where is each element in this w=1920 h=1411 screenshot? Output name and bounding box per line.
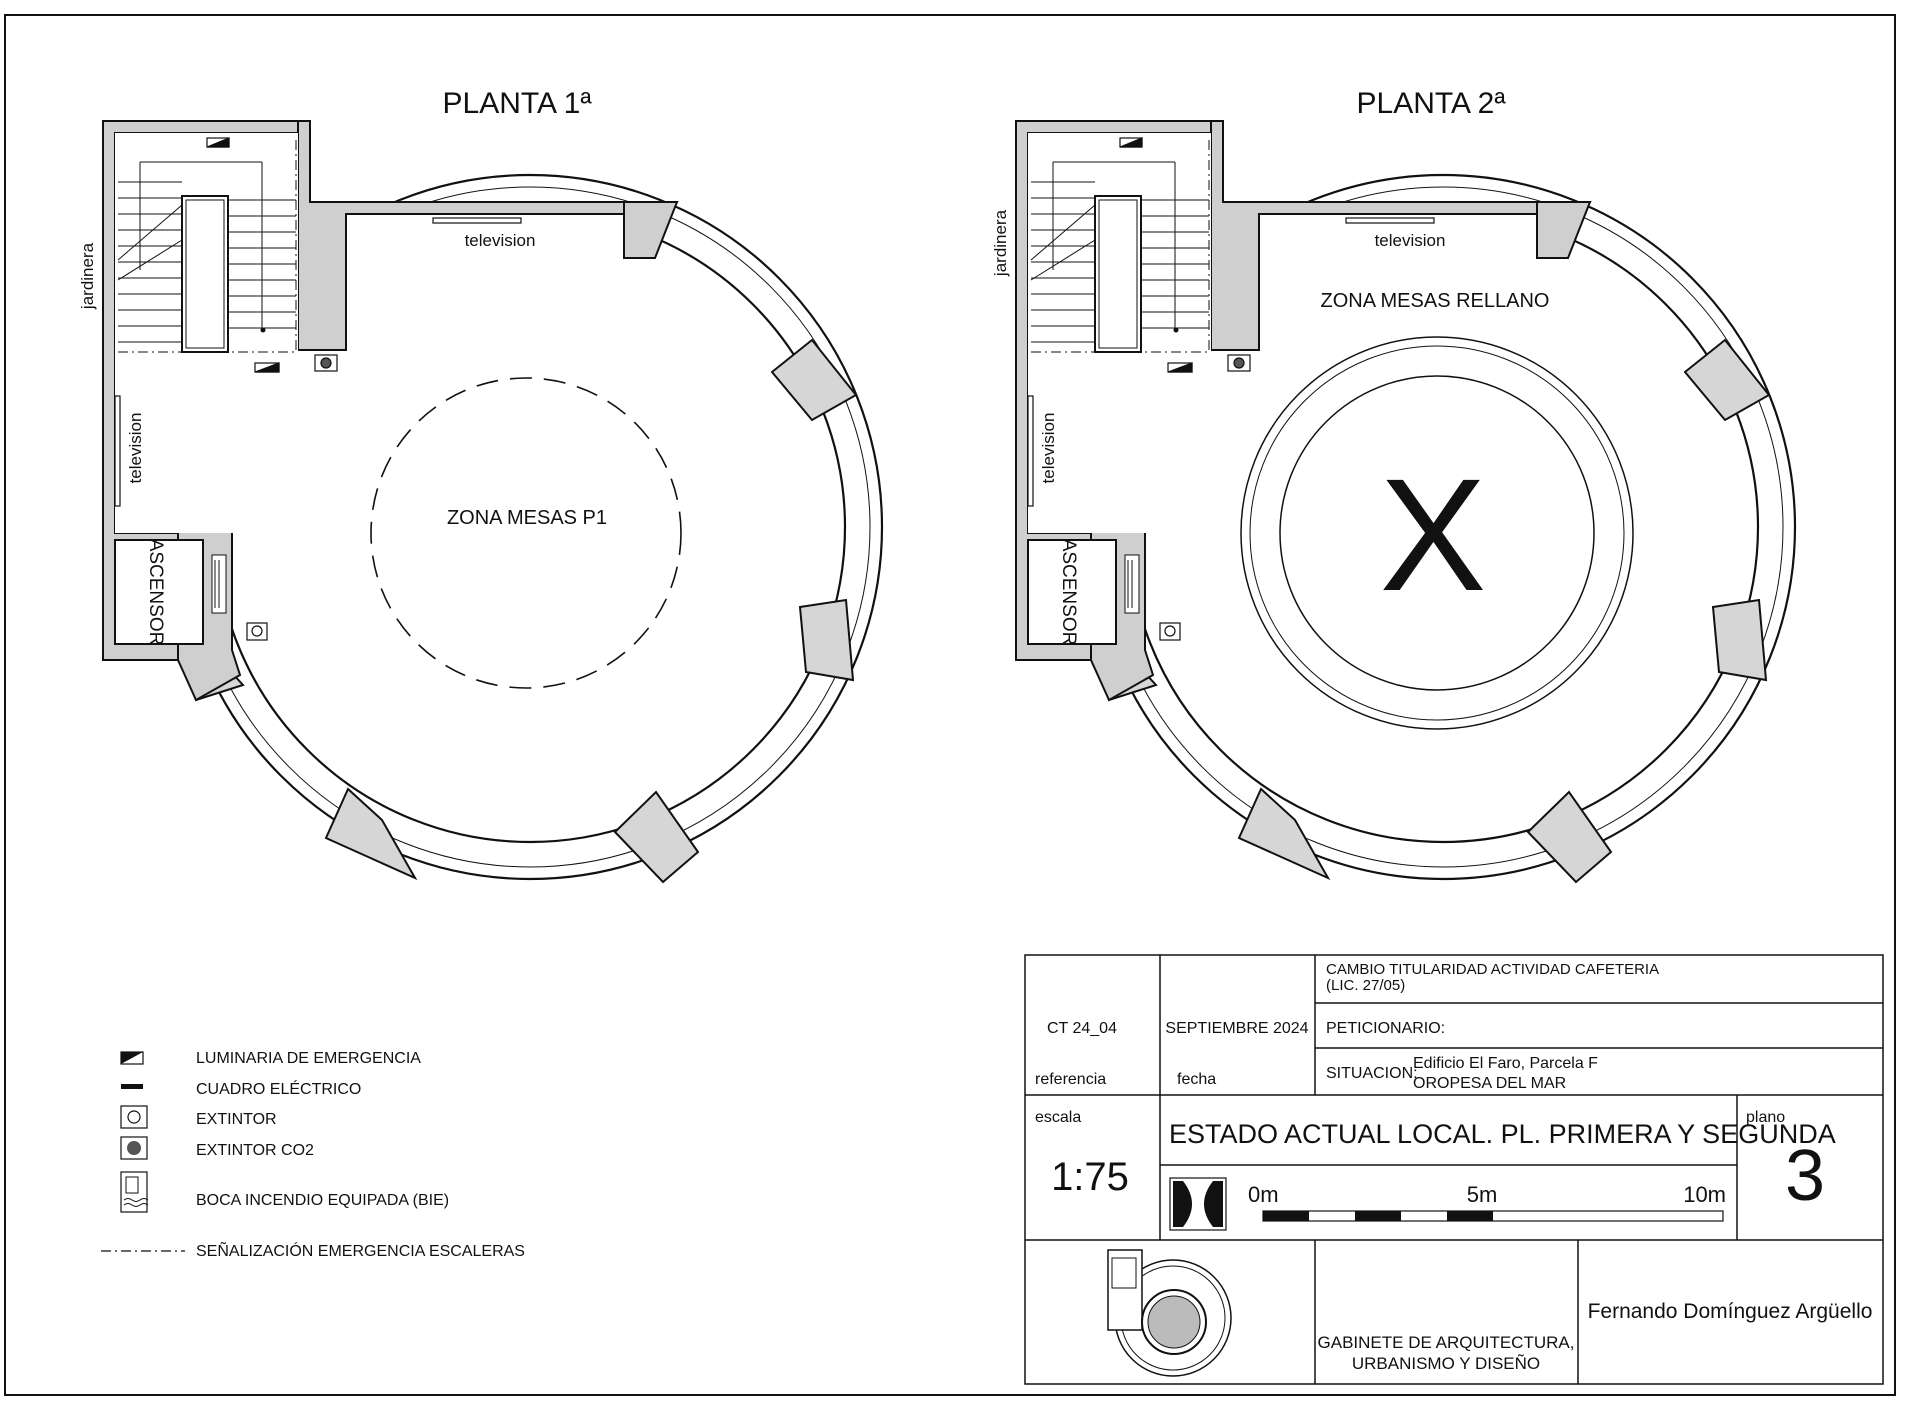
reference-label: referencia xyxy=(1035,1071,1106,1088)
peticionario-label: PETICIONARIO: xyxy=(1326,1020,1445,1037)
plan1-ascensor: ASCENSOR xyxy=(145,539,166,646)
plan1-zone-label: ZONA MESAS P1 xyxy=(447,507,607,529)
legend-co2-extinguisher: EXTINTOR CO2 xyxy=(196,1142,314,1159)
plan1-jardinera: jardinera xyxy=(78,242,97,310)
project-line2: (LIC. 27/05) xyxy=(1326,977,1405,994)
co2-extinguisher-icon xyxy=(120,1136,148,1160)
void-circle-middle xyxy=(1249,345,1625,721)
scalebar-0: 0m xyxy=(1248,1182,1279,1207)
sheet-border xyxy=(4,14,1896,1396)
legend-electrical-panel: CUADRO ELÉCTRICO xyxy=(196,1079,361,1098)
plan2-zone-label: ZONA MESAS RELLANO xyxy=(1321,290,1550,312)
situacion-label: SITUACION: xyxy=(1326,1065,1418,1082)
emergency-light-icon xyxy=(120,1051,144,1065)
void-circle-outer xyxy=(1240,336,1634,730)
legend-stair-signage: SEÑALIZACIÓN EMERGENCIA ESCALERAS xyxy=(196,1240,525,1260)
reference-value: CT 24_04 xyxy=(1047,1020,1117,1037)
office-logo-icon xyxy=(1169,1177,1227,1231)
sheet-title: ESTADO ACTUAL LOCAL. PL. PRIMERA Y SEGUN… xyxy=(1169,1119,1836,1149)
scalebar-10: 10m xyxy=(1683,1182,1726,1207)
plan2-television-side: television xyxy=(1039,413,1058,484)
fire-hose-icon xyxy=(120,1171,149,1213)
scale-label: escala xyxy=(1035,1109,1081,1126)
plan2-title: PLANTA 2ª xyxy=(1357,87,1507,120)
project-line1: CAMBIO TITULARIDAD ACTIVIDAD CAFETERIA xyxy=(1326,961,1659,978)
office-line2: URBANISMO Y DISEÑO xyxy=(1352,1354,1540,1373)
situacion-line2: OROPESA DEL MAR xyxy=(1413,1075,1566,1092)
situacion-line1: Edificio El Faro, Parcela F xyxy=(1413,1055,1598,1072)
electrical-panel-icon xyxy=(121,1084,143,1089)
plan1-television-top: television xyxy=(465,231,536,250)
tables-zone-circle xyxy=(370,377,682,689)
legend-emergency-light: LUMINARIA DE EMERGENCIA xyxy=(196,1050,421,1067)
legend-fire-hose: BOCA INCENDIO EQUIPADA (BIE) xyxy=(196,1192,449,1209)
key-plan-thumbnail xyxy=(1107,1249,1232,1377)
scale-value: 1:75 xyxy=(1051,1155,1129,1199)
office-line1: GABINETE DE ARQUITECTURA, xyxy=(1318,1333,1575,1352)
plan1-title: PLANTA 1ª xyxy=(443,87,593,120)
plan1-television-side: television xyxy=(126,413,145,484)
plano-label: plano xyxy=(1746,1109,1785,1126)
plan2-ascensor: ASCENSOR xyxy=(1058,539,1079,646)
extinguisher-icon xyxy=(120,1105,148,1129)
void-mark: X xyxy=(1380,445,1487,624)
void-circle-inner xyxy=(1279,375,1595,691)
plan2-television-top: television xyxy=(1375,231,1446,250)
plan-first-floor: PLANTA 1ª television ZONA MESAS P1 jardi… xyxy=(78,87,884,884)
plan2-jardinera: jardinera xyxy=(991,209,1010,277)
plan-second-floor: PLANTA 2ª television ZONA MESAS RELLANO … xyxy=(991,87,1797,884)
scale-bar xyxy=(1262,1210,1724,1222)
legend: LUMINARIA DE EMERGENCIA CUADRO ELÉCTRICO… xyxy=(101,1050,525,1260)
legend-extinguisher: EXTINTOR xyxy=(196,1111,277,1128)
architect-name: Fernando Domínguez Argüello xyxy=(1588,1300,1873,1323)
title-block xyxy=(1024,954,1884,1385)
scalebar-5: 5m xyxy=(1467,1182,1498,1207)
date-value: SEPTIEMBRE 2024 xyxy=(1165,1020,1308,1037)
plano-value: 3 xyxy=(1785,1136,1825,1216)
date-label: fecha xyxy=(1177,1071,1216,1088)
